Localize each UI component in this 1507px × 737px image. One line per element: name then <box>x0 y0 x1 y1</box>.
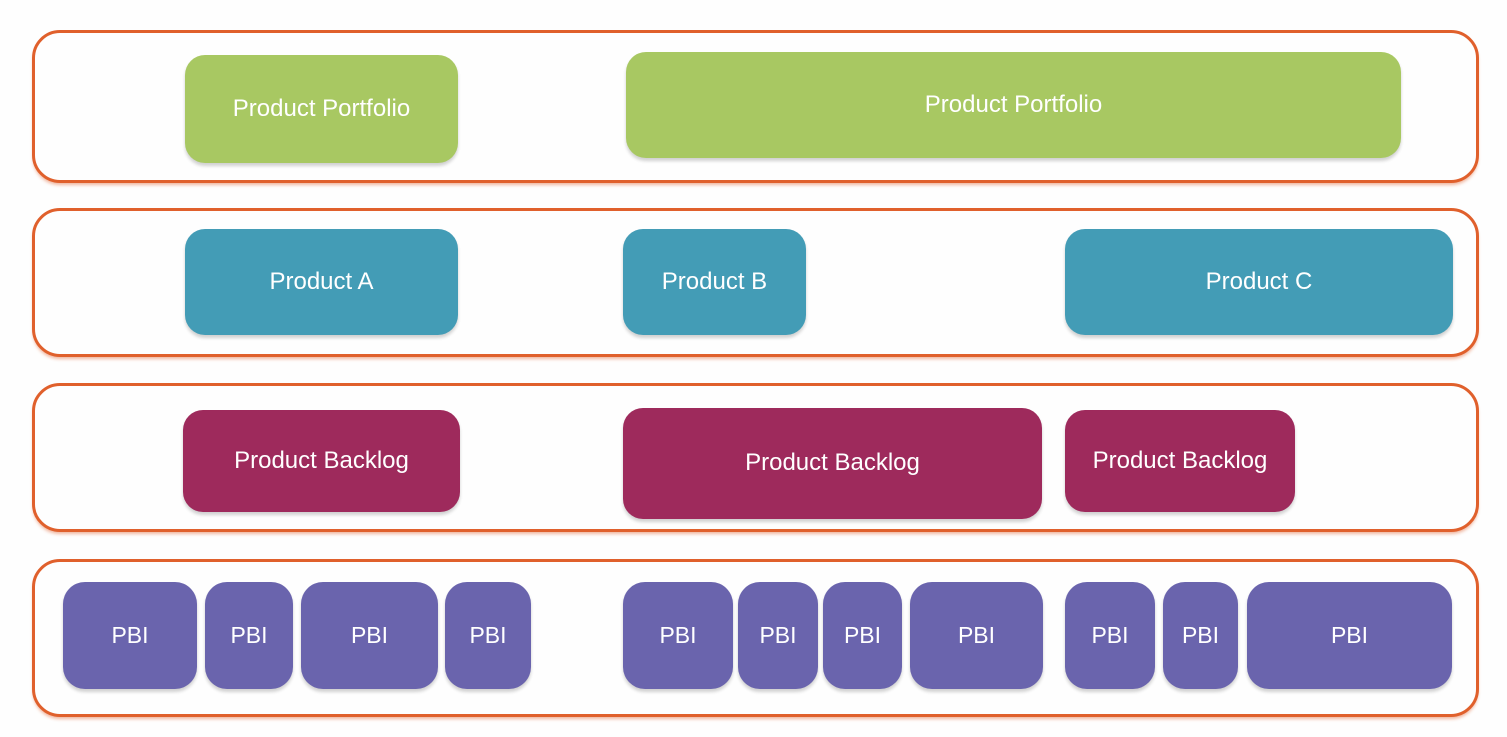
product-a-box: Product A <box>185 229 458 335</box>
backlog-box-1: Product Backlog <box>183 410 460 512</box>
backlog-lane: Product Backlog Product Backlog Product … <box>32 383 1479 532</box>
product-lane: Product A Product B Product C <box>32 208 1479 357</box>
backlog-box-2: Product Backlog <box>623 408 1042 519</box>
backlog-box-3: Product Backlog <box>1065 410 1295 512</box>
pbi-box-1: PBI <box>63 582 197 689</box>
pbi-box-11: PBI <box>1247 582 1452 689</box>
portfolio-box-2: Product Portfolio <box>626 52 1401 158</box>
pbi-box-6: PBI <box>738 582 818 689</box>
pbi-box-4: PBI <box>445 582 531 689</box>
pbi-box-10: PBI <box>1163 582 1238 689</box>
pbi-box-5: PBI <box>623 582 733 689</box>
pbi-box-3: PBI <box>301 582 438 689</box>
pbi-lane: PBI PBI PBI PBI PBI PBI PBI PBI PBI PBI … <box>32 559 1479 717</box>
pbi-box-9: PBI <box>1065 582 1155 689</box>
portfolio-box-1: Product Portfolio <box>185 55 458 163</box>
product-b-box: Product B <box>623 229 806 335</box>
portfolio-lane: Product Portfolio Product Portfolio <box>32 30 1479 183</box>
product-c-box: Product C <box>1065 229 1453 335</box>
pbi-box-2: PBI <box>205 582 293 689</box>
pbi-box-8: PBI <box>910 582 1043 689</box>
pbi-box-7: PBI <box>823 582 902 689</box>
